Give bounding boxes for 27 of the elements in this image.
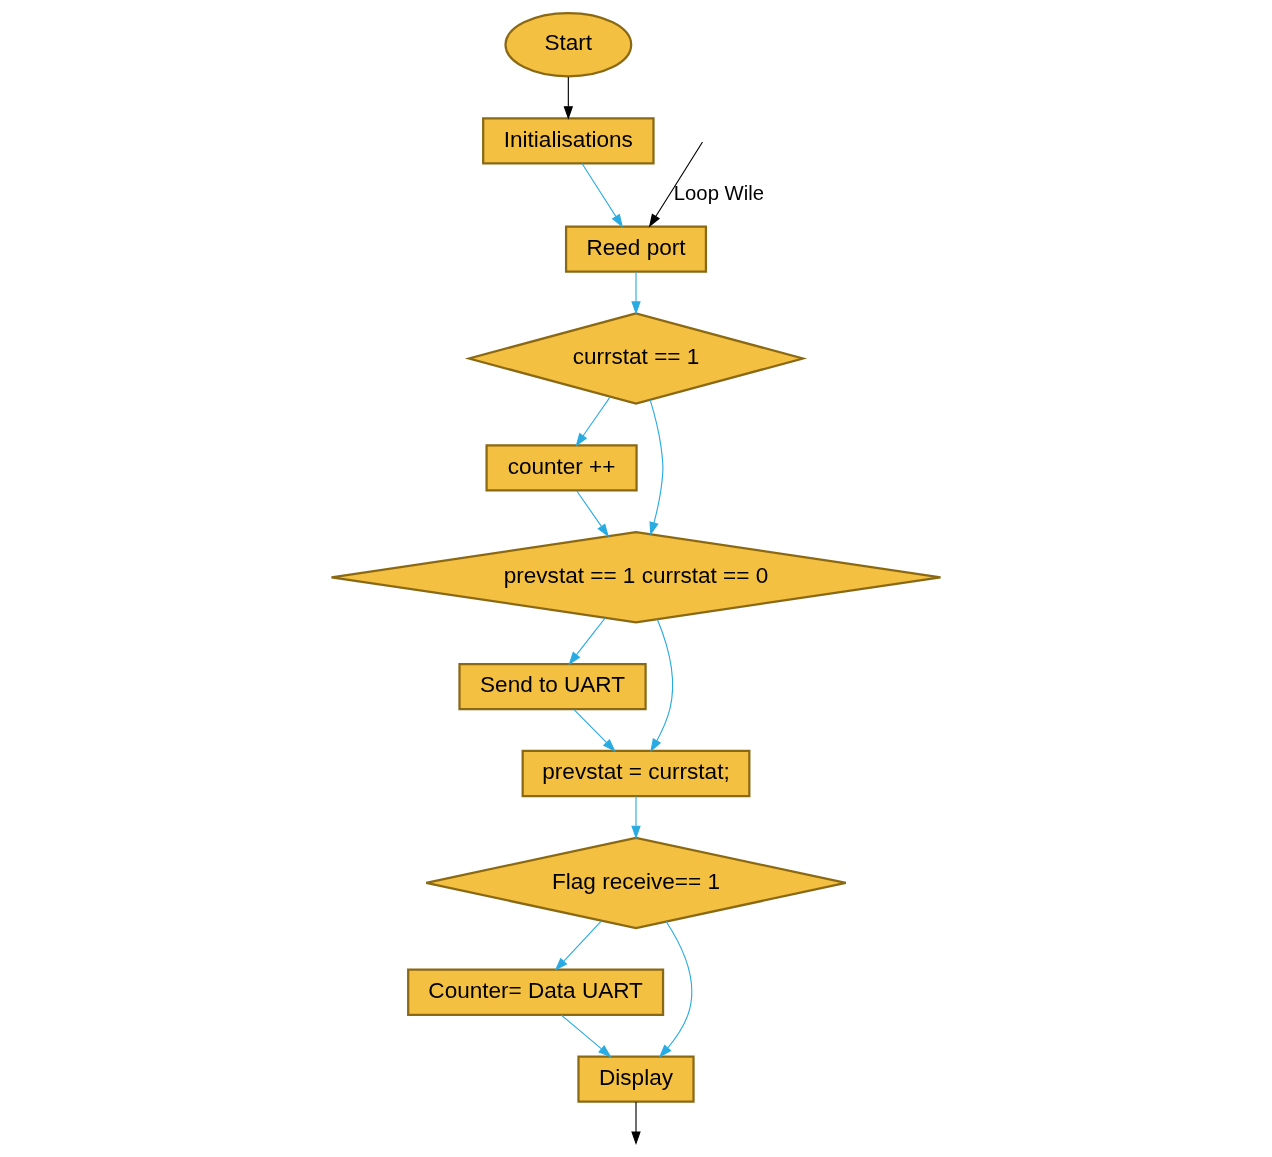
node-box: Display bbox=[577, 1055, 695, 1103]
node-box: Send to UART bbox=[458, 663, 647, 711]
arrow bbox=[576, 490, 609, 538]
node-diamond: prevstat == 1 currstat == 0 bbox=[330, 531, 942, 624]
arrow bbox=[650, 618, 674, 753]
node-box: Initialisations bbox=[482, 117, 655, 165]
arrow bbox=[631, 271, 641, 315]
arrow bbox=[581, 162, 624, 228]
edge-label: Loop Wile bbox=[673, 181, 764, 204]
arrow bbox=[563, 76, 574, 120]
node-box: Reed port bbox=[564, 225, 708, 273]
node-box: counter ++ bbox=[485, 444, 638, 492]
arrow bbox=[631, 1101, 641, 1146]
node-ellipse: Start bbox=[504, 11, 633, 78]
arrow bbox=[648, 141, 704, 228]
node-box: prevstat = currstat; bbox=[521, 749, 751, 798]
node-diamond: Flag receive== 1 bbox=[425, 836, 847, 930]
arrow bbox=[649, 399, 664, 536]
arrow bbox=[573, 709, 616, 752]
arrow bbox=[554, 920, 603, 971]
arrow bbox=[575, 396, 611, 447]
arrow bbox=[560, 1014, 612, 1058]
node-box: Counter= Data UART bbox=[407, 968, 665, 1016]
node-diamond: currstat == 1 bbox=[464, 312, 808, 405]
arrow bbox=[631, 795, 641, 840]
arrow bbox=[658, 921, 693, 1058]
arrow bbox=[568, 617, 606, 666]
